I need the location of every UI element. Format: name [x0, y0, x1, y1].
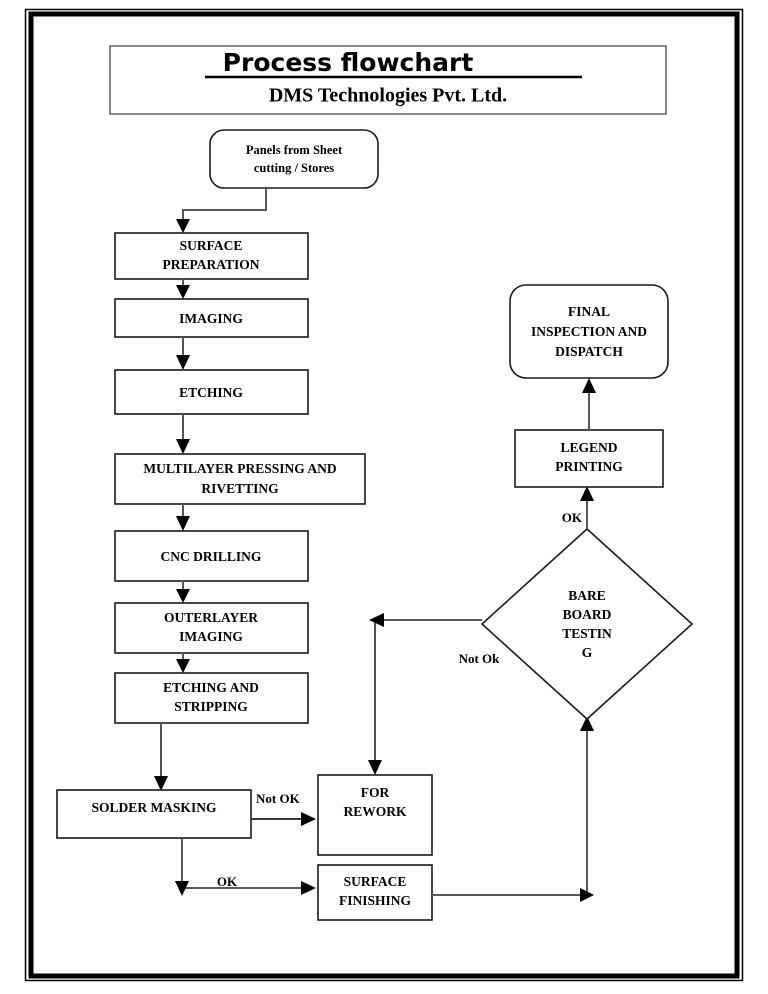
node-etching-shape[interactable]: [114, 369, 309, 415]
node-solder-masking-label: SOLDER MASKING: [92, 800, 217, 815]
node-surface-preparation-shape[interactable]: [114, 232, 309, 280]
node-for-rework[interactable]: FOR REWORK: [317, 774, 433, 856]
node-outerlayer-imaging-label-line2: IMAGING: [179, 629, 243, 644]
edge-etching-stripping-to-solder-masking: [154, 723, 168, 791]
node-imaging[interactable]: IMAGING: [114, 298, 309, 338]
node-final-inspection[interactable]: FINAL INSPECTION AND DISPATCH: [509, 284, 669, 379]
edge-outerlayer-to-etching-stripping: [176, 653, 190, 673]
arrow-head-down: [176, 219, 190, 233]
edge-start-to-surface-prep-line: [182, 188, 267, 226]
edge-label-not-ok-solder: Not OK: [256, 791, 301, 806]
arrow-head-down: [175, 881, 189, 896]
node-start-label-line1: Panels from Sheet: [246, 143, 343, 157]
edge-label-ok-bbt: OK: [562, 510, 583, 525]
node-surface-finishing-label-line1: SURFACE: [344, 874, 407, 889]
arrow-head-right: [301, 812, 316, 826]
arrow-head-down: [176, 659, 190, 673]
node-bare-board-testing-label-line3: TESTIN: [562, 626, 612, 641]
node-legend-printing-label-line1: LEGEND: [560, 440, 617, 455]
node-legend-printing[interactable]: LEGEND PRINTING: [514, 429, 664, 488]
edge-start-to-surface-prep: [176, 188, 267, 233]
node-final-inspection-shape[interactable]: [509, 284, 669, 379]
node-imaging-label: IMAGING: [179, 311, 243, 326]
edge-surface-finishing-to-bbt: [432, 716, 594, 902]
page-border-inner: [24, 8, 744, 982]
node-imaging-shape[interactable]: [114, 298, 309, 338]
node-surface-finishing[interactable]: SURFACE FINISHING: [317, 864, 433, 921]
node-legend-printing-shape[interactable]: [514, 429, 664, 488]
node-solder-masking[interactable]: SOLDER MASKING: [56, 789, 252, 839]
edge-imaging-to-etching: [176, 337, 190, 370]
page-border-outer: [28, 11, 740, 979]
node-multilayer-pressing-label-line2: RIVETTING: [201, 481, 279, 496]
node-bare-board-testing[interactable]: BARE BOARD TESTIN G: [480, 527, 694, 721]
node-multilayer-pressing-shape[interactable]: [114, 453, 366, 505]
edge-solder-masking-to-rework: Not OK: [251, 791, 316, 826]
edge-cnc-to-outerlayer: [176, 581, 190, 603]
edge-label-ok-solder: OK: [217, 874, 238, 889]
arrow-head-down: [176, 285, 190, 299]
node-surface-preparation-label-line1: SURFACE: [180, 238, 243, 253]
node-for-rework-shape[interactable]: [317, 774, 433, 856]
node-surface-preparation[interactable]: SURFACE PREPARATION: [114, 232, 309, 280]
arrow-head-down: [176, 355, 190, 370]
page-title: Process flowchart: [223, 48, 474, 77]
node-multilayer-pressing[interactable]: MULTILAYER PRESSING AND RIVETTING: [114, 453, 366, 505]
edge-legend-printing-to-final: [582, 378, 596, 430]
edge-solder-masking-to-surface-finishing: OK: [175, 838, 316, 896]
edge-bbt-to-rework: Not Ok: [368, 613, 500, 775]
node-surface-finishing-shape[interactable]: [317, 864, 433, 921]
node-etching-and-stripping-shape[interactable]: [114, 672, 309, 724]
node-outerlayer-imaging[interactable]: OUTERLAYER IMAGING: [114, 602, 309, 654]
node-legend-printing-label-line2: PRINTING: [555, 459, 623, 474]
node-start-label-line2: cutting / Stores: [254, 161, 334, 175]
arrow-head-down: [176, 439, 190, 454]
node-for-rework-label-line2: REWORK: [343, 804, 407, 819]
edge-surface-prep-to-imaging: [176, 279, 190, 299]
arrow-head-up: [582, 378, 596, 393]
node-for-rework-label-line1: FOR: [361, 785, 390, 800]
node-bare-board-testing-shape[interactable]: [480, 527, 694, 721]
arrow-head-up: [580, 486, 594, 501]
title-box: [109, 45, 667, 115]
node-etching-and-stripping-label-line1: ETCHING AND: [163, 680, 259, 695]
node-cnc-drilling-shape[interactable]: [114, 530, 309, 582]
company-subtitle: DMS Technologies Pvt. Ltd.: [269, 85, 507, 107]
node-bare-board-testing-label-line4: G: [582, 645, 593, 660]
arrow-head-right: [580, 888, 594, 902]
arrow-head-down: [154, 776, 168, 791]
edge-multilayer-to-cnc: [176, 504, 190, 531]
node-surface-preparation-label-line2: PREPARATION: [163, 257, 260, 272]
edge-etching-to-multilayer: [176, 414, 190, 454]
node-etching-and-stripping[interactable]: ETCHING AND STRIPPING: [114, 672, 309, 724]
arrow-head-down: [176, 516, 190, 531]
node-outerlayer-imaging-label-line1: OUTERLAYER: [164, 610, 258, 625]
node-surface-finishing-label-line2: FINISHING: [339, 893, 412, 908]
node-cnc-drilling[interactable]: CNC DRILLING: [114, 530, 309, 582]
node-bare-board-testing-label-line2: BOARD: [563, 607, 612, 622]
node-etching-and-stripping-label-line2: STRIPPING: [174, 699, 248, 714]
node-bare-board-testing-label-line1: BARE: [568, 588, 606, 603]
node-final-inspection-label-line3: DISPATCH: [555, 344, 623, 359]
edge-bbt-to-legend-printing: OK: [562, 486, 594, 529]
arrow-head-down: [368, 760, 382, 775]
node-etching[interactable]: ETCHING: [114, 369, 309, 415]
node-cnc-drilling-label: CNC DRILLING: [161, 549, 262, 564]
node-etching-label: ETCHING: [179, 385, 243, 400]
node-start-shape[interactable]: [209, 129, 379, 189]
title-block: Process flowchart DMS Technologies Pvt. …: [109, 45, 667, 115]
node-solder-masking-shape[interactable]: [56, 789, 252, 839]
node-outerlayer-imaging-shape[interactable]: [114, 602, 309, 654]
arrow-head-left: [369, 613, 384, 627]
arrow-head-right: [301, 881, 316, 895]
arrow-head-down: [176, 589, 190, 603]
node-multilayer-pressing-label-line1: MULTILAYER PRESSING AND: [143, 461, 337, 476]
edge-label-not-ok-bbt: Not Ok: [459, 651, 501, 666]
node-start[interactable]: Panels from Sheet cutting / Stores: [209, 129, 379, 189]
node-final-inspection-label-line1: FINAL: [568, 304, 610, 319]
node-final-inspection-label-line2: INSPECTION AND: [531, 324, 647, 339]
arrow-head-up: [580, 716, 594, 731]
